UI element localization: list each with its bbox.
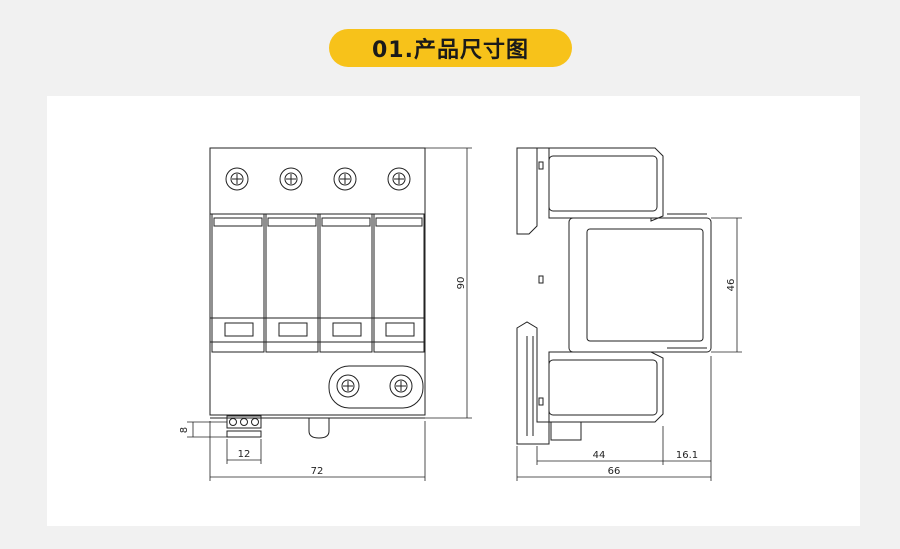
- module-3: [319, 213, 373, 353]
- indicator-window-3: [332, 322, 362, 337]
- front-view: [209, 147, 426, 439]
- screw-3-icon: [333, 167, 357, 191]
- page-title: 01.产品尺寸图: [329, 29, 572, 67]
- dim-window-height: 46: [726, 279, 737, 292]
- screw-2-icon: [279, 167, 303, 191]
- side-view: [516, 147, 712, 445]
- dim-front-width: 72: [311, 466, 324, 477]
- dimension-drawing: 90 72 12 8: [179, 147, 742, 481]
- signal-terminals: [226, 415, 262, 438]
- dim-terminal-height: 8: [179, 427, 190, 433]
- screw-6-icon: [389, 374, 413, 398]
- screw-1-icon: [225, 167, 249, 191]
- front-dimensions: [187, 147, 472, 481]
- side-upper-housing: [537, 147, 664, 222]
- screw-4-icon: [387, 167, 411, 191]
- dim-side-depth-right: 16.1: [676, 450, 698, 461]
- side-lower-housing: [548, 351, 664, 423]
- side-front-protrusion: [568, 217, 712, 353]
- indicator-window-1: [224, 322, 254, 337]
- side-window: [586, 228, 704, 342]
- dim-terminal-pitch: 12: [238, 449, 251, 460]
- side-dimensions: [516, 217, 742, 481]
- bottom-screw-block: [328, 365, 424, 409]
- screw-5-icon: [336, 374, 360, 398]
- module-1: [211, 213, 265, 353]
- front-body-outline: [209, 147, 426, 416]
- indicator-window-4: [385, 322, 415, 337]
- drawing-panel: 90 72 12 8: [47, 96, 860, 526]
- top-screws: [225, 167, 411, 191]
- modules: [210, 213, 425, 353]
- dim-front-height: 90: [456, 277, 467, 290]
- din-rail-top: [516, 147, 538, 235]
- din-clip: [308, 418, 330, 439]
- side-clip: [550, 421, 582, 441]
- indicator-window-2: [278, 322, 308, 337]
- din-rail-bottom: [516, 321, 550, 445]
- module-2: [265, 213, 319, 353]
- dim-side-total: 66: [608, 466, 621, 477]
- dim-side-depth-left: 44: [593, 450, 606, 461]
- module-4: [373, 213, 425, 353]
